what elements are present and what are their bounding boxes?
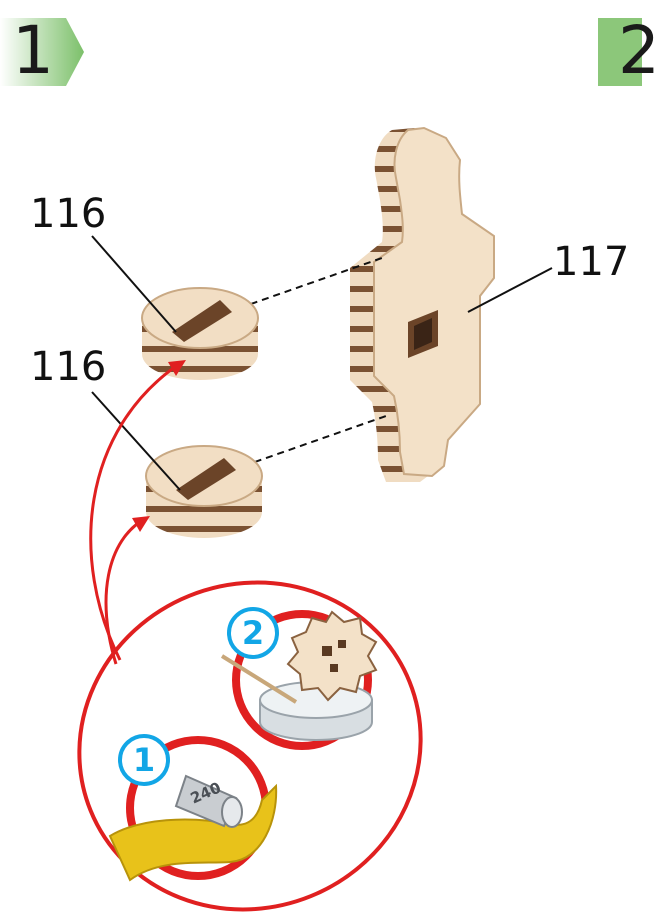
- leader-116-upper: [91, 235, 177, 333]
- illustration: [77, 126, 553, 912]
- part-label-116-lower: 116: [30, 344, 107, 390]
- bracket-117: [350, 126, 495, 482]
- leader-116-lower: [91, 391, 181, 491]
- badge-next-shape: [598, 18, 642, 86]
- flow-arrows: [89, 360, 183, 665]
- sandpaper-icon: [108, 783, 278, 882]
- sanding-block-icon: [174, 774, 243, 828]
- ring-slot: [176, 458, 236, 500]
- bracket-face: [373, 126, 495, 478]
- arrowhead-upper: [168, 360, 186, 376]
- ring-116-upper: [141, 287, 259, 380]
- gear-icon: [286, 610, 378, 702]
- alignment-line-upper: [227, 257, 383, 313]
- step-number-current: 1: [12, 12, 54, 89]
- ring-116-lower: [145, 445, 263, 538]
- callout-ellipse: [77, 580, 423, 912]
- assembly-diagram: 1 2 116 116 117: [0, 14, 660, 912]
- glue-dish-icon: [259, 681, 373, 741]
- ring-slot: [172, 300, 232, 342]
- part-label-117: 117: [553, 239, 630, 285]
- step-number-next: 2: [618, 12, 660, 89]
- arrow-to-upper-ring: [89, 360, 183, 661]
- step-badge-current: 1: [0, 14, 84, 90]
- step-badge-next: 2: [598, 14, 660, 90]
- arrow-to-lower-ring: [104, 516, 147, 665]
- arrowhead-lower: [132, 516, 150, 532]
- substep-number-glue: 2: [227, 607, 279, 659]
- toothpick-icon: [220, 654, 298, 704]
- substep-number-sand: 1: [118, 734, 170, 786]
- alignment-line-lower: [231, 415, 387, 471]
- part-label-116-upper: 116: [30, 191, 107, 237]
- leader-117: [467, 267, 553, 313]
- badge-arrow-shape: [0, 18, 84, 86]
